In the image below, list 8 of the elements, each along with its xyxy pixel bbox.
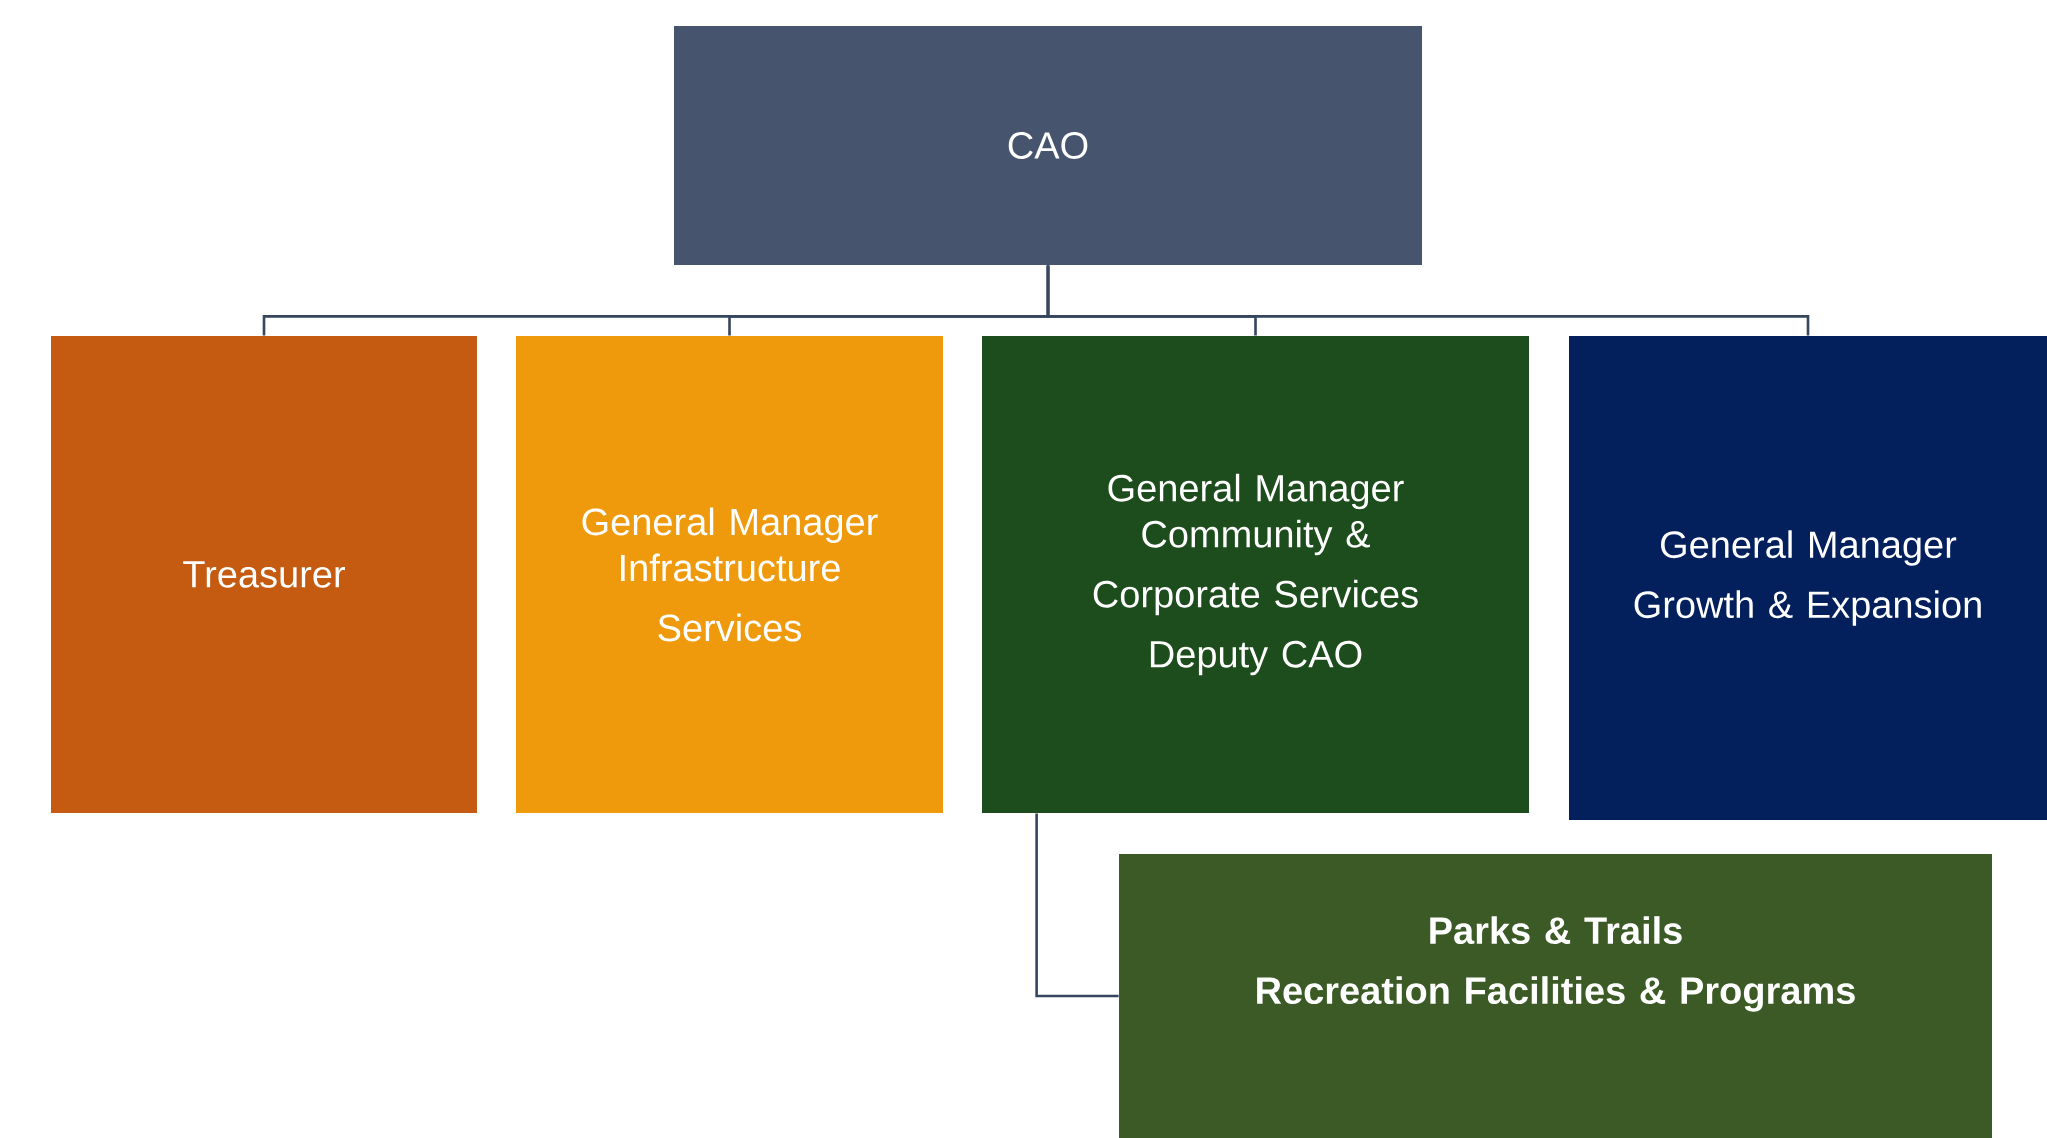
org-box: Parks & Trails Recreation Facilities & Programs xyxy=(1119,854,1992,1138)
org-box: Treasurer xyxy=(51,336,477,813)
connector-line xyxy=(1046,265,1810,336)
org-box: General Manager Community & Corporate Services Deputy CAO xyxy=(982,336,1529,813)
org-box: CAO xyxy=(674,26,1422,265)
org-box: General Manager Growth & Expansion xyxy=(1569,336,2047,820)
connector-line xyxy=(1035,813,1119,998)
org-box: General Manager Infrastructure Services xyxy=(516,336,943,813)
